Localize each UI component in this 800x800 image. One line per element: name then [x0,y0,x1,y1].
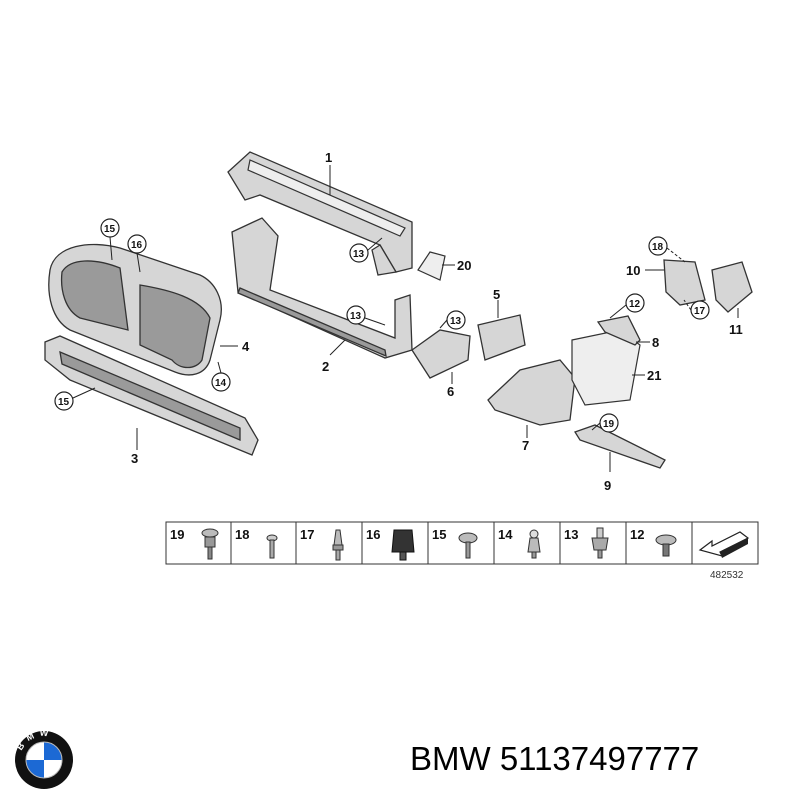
part-20-bracket [417,251,455,281]
fastener-16-icon [391,529,415,561]
fastener-19-icon [201,528,219,560]
fastener-legend: 19 18 17 16 15 14 13 12 [165,521,759,565]
fastener-14-icon [527,529,541,559]
bubble-13-upper: 13 [349,237,383,263]
bubble-16: 16 [127,234,147,273]
callout-1: 1 [325,150,332,165]
part-6-air-duct [411,329,471,384]
part-5-air-duct [477,300,526,361]
bubble-13-middle: 13 [346,305,386,326]
legend-num-19: 19 [170,527,184,542]
legend-num-13: 13 [564,527,578,542]
part-4-kidney-grille [48,243,238,376]
legend-num-15: 15 [432,527,446,542]
part-3-lower-trim [44,335,259,456]
bubble-15-top: 15 [100,218,120,261]
callout-3: 3 [131,451,138,466]
callout-10: 10 [626,263,640,278]
svg-text:12: 12 [629,299,641,310]
callout-4: 4 [242,339,250,354]
part-11-air-flap [711,261,753,318]
callout-9: 9 [604,478,611,493]
bubble-19: 19 [591,413,619,433]
svg-text:17: 17 [694,306,706,317]
svg-text:19: 19 [603,419,615,430]
legend-num-18: 18 [235,527,249,542]
legend-num-16: 16 [366,527,380,542]
direction-arrow-icon [698,531,750,558]
part-2-lower-carrier [231,217,413,359]
svg-text:13: 13 [353,249,365,260]
fastener-18-icon [266,534,278,559]
diagram-code: 482532 [710,570,744,581]
legend-num-14: 14 [498,527,513,542]
callout-21: 21 [647,368,661,383]
callout-6: 6 [447,384,454,399]
svg-text:13: 13 [350,311,362,322]
legend-num-17: 17 [300,527,314,542]
svg-text:14: 14 [215,378,227,389]
bubble-18: 18 [648,236,686,263]
fastener-12-icon [655,534,677,557]
part-9-underbody-trim [574,424,666,472]
svg-text:15: 15 [58,397,70,408]
bubble-14: 14 [211,361,231,392]
legend-num-12: 12 [630,527,644,542]
part-7-air-guide [487,359,576,438]
svg-text:16: 16 [131,240,143,251]
callout-2: 2 [322,359,329,374]
svg-text:13: 13 [450,316,462,327]
bubble-15-bottom: 15 [54,387,96,411]
callout-20: 20 [457,258,471,273]
bubble-12: 12 [609,293,645,319]
bubble-17: 17 [683,299,710,320]
part-number-caption: BMW 51137497777 [410,740,700,777]
callout-5: 5 [493,287,500,302]
part-1-upper-carrier [227,151,413,276]
part-8-bracket [596,315,650,346]
part-10-air-flap [645,259,706,306]
callout-7: 7 [522,438,529,453]
fastener-15-icon [458,532,478,559]
fastener-17-icon [332,529,344,561]
callout-8: 8 [652,335,659,350]
svg-text:15: 15 [104,224,116,235]
fastener-13-icon [591,527,609,559]
callout-11: 11 [729,322,743,337]
svg-text:18: 18 [652,242,664,253]
bmw-logo: BMW [15,730,73,789]
bubble-13-right: 13 [439,310,466,330]
